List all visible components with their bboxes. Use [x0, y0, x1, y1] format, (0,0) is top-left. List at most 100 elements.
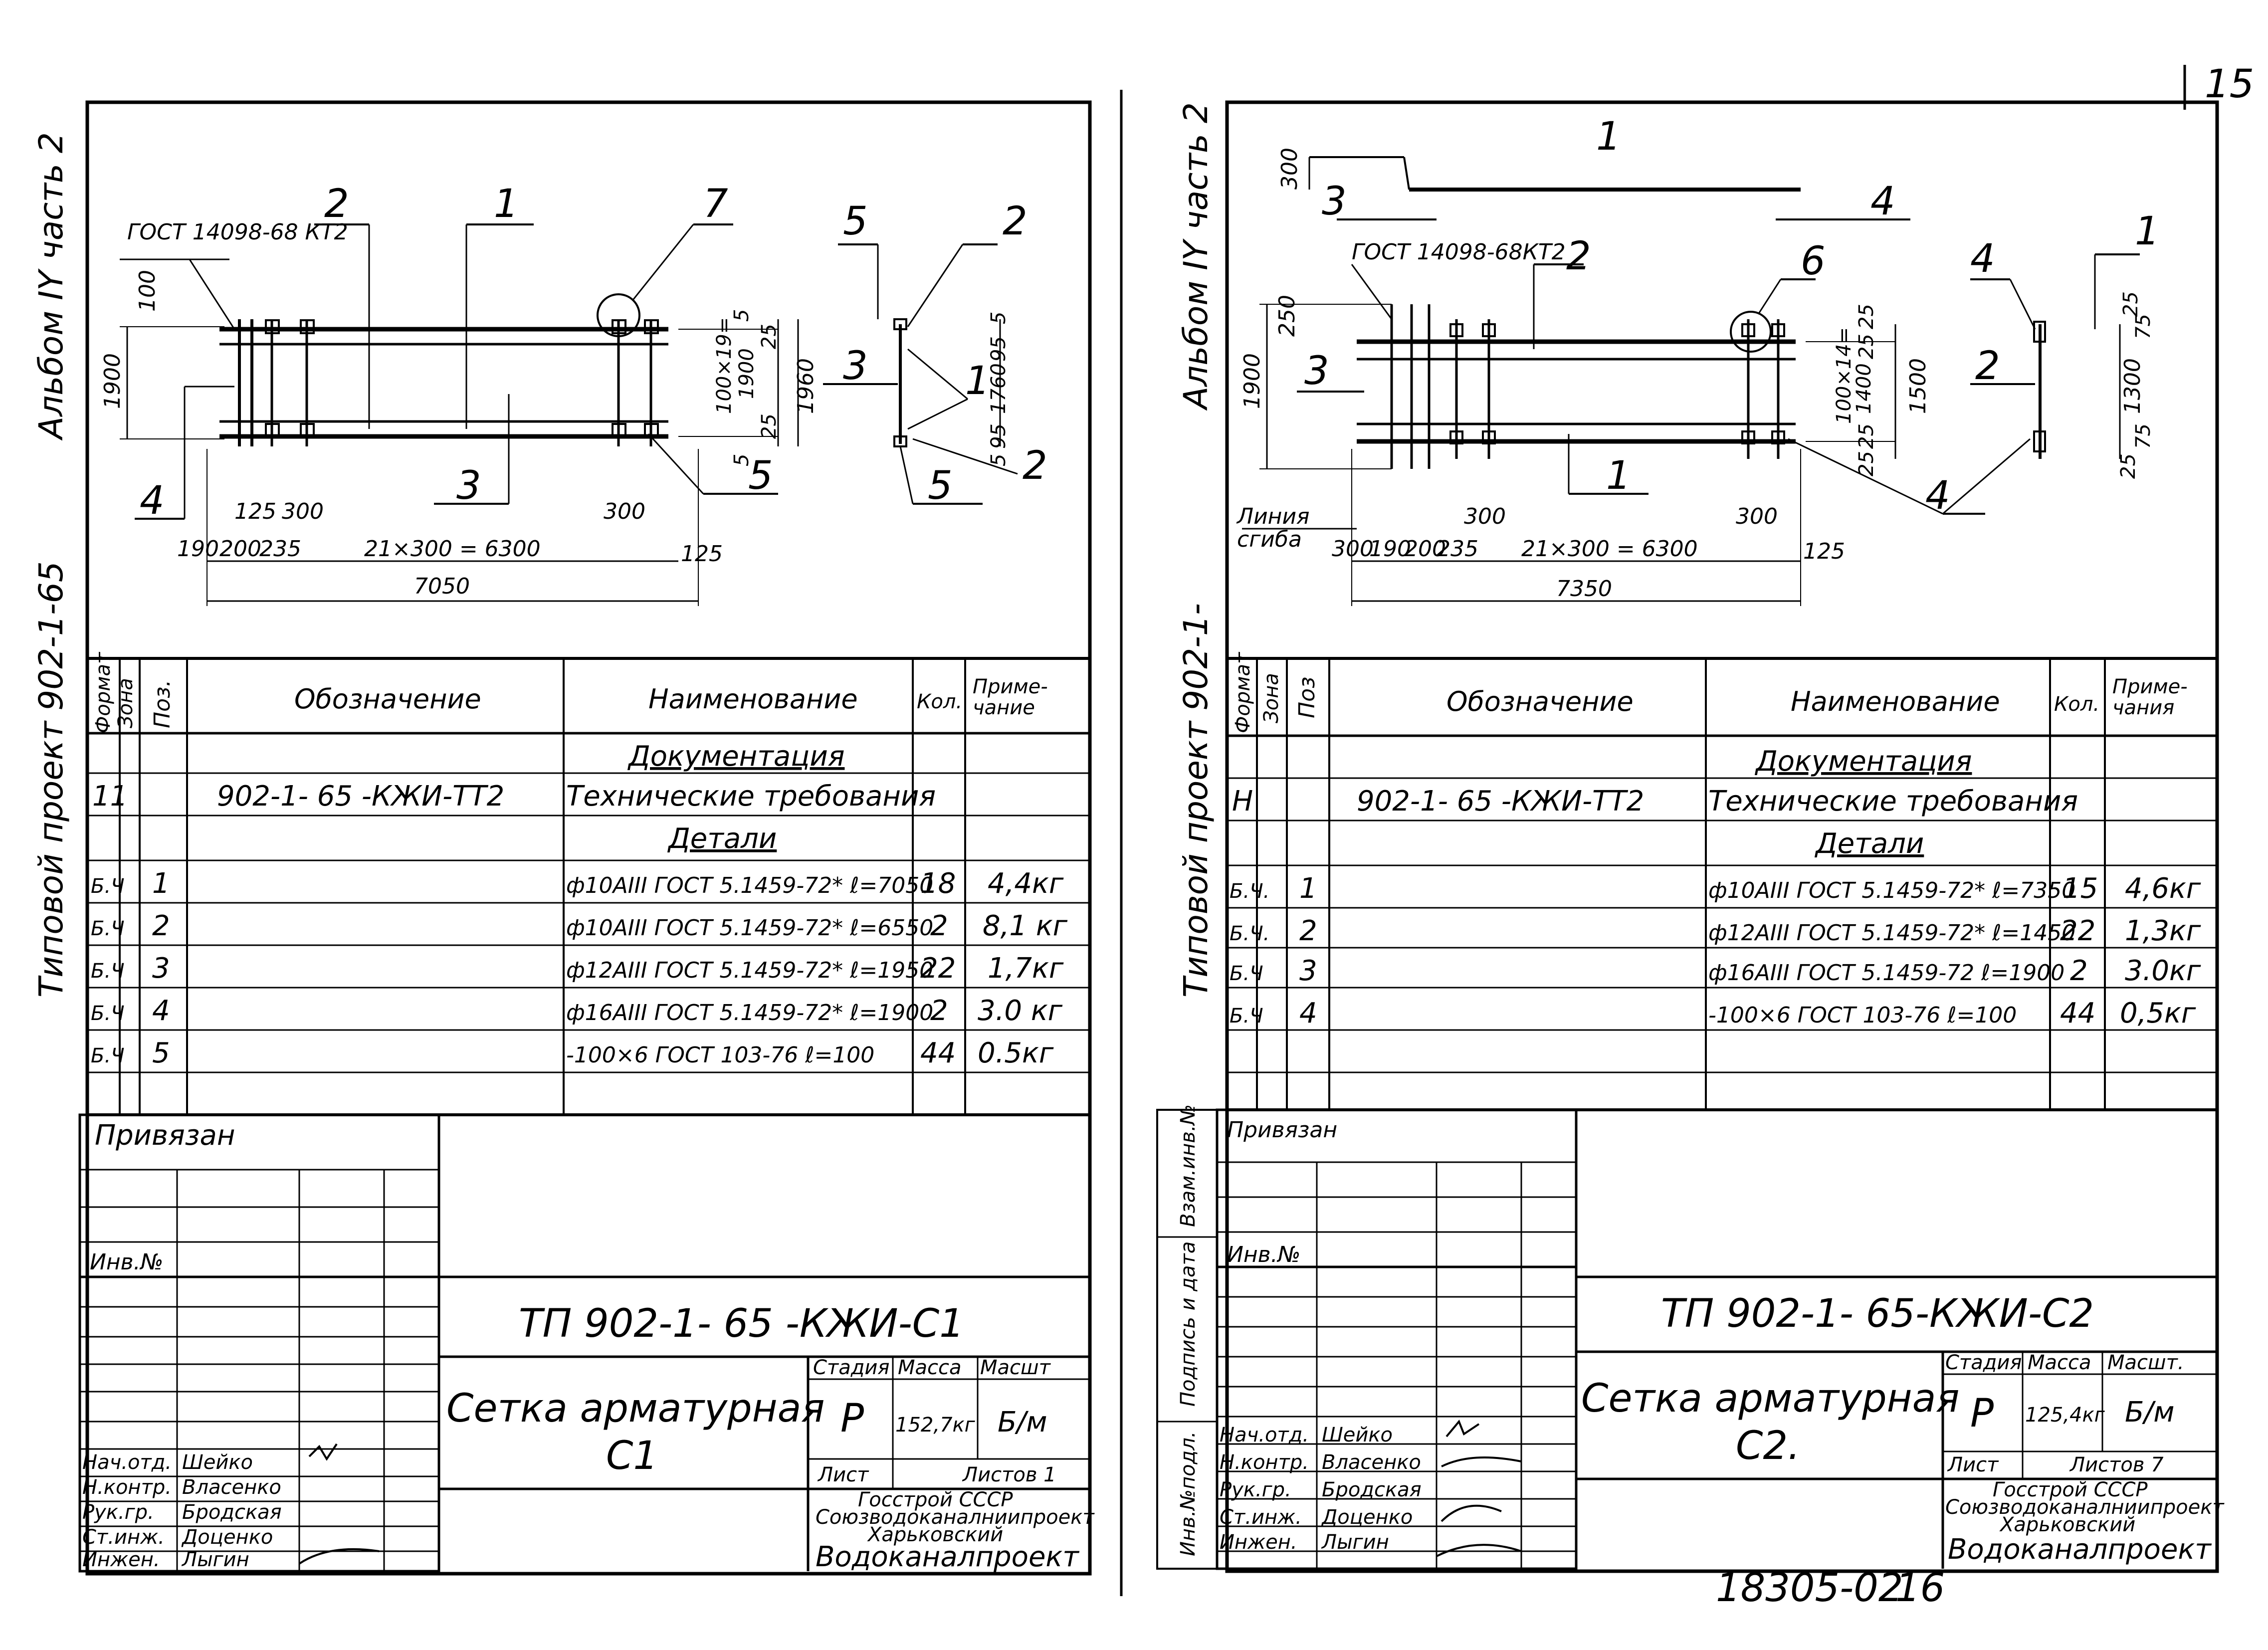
sheet-2-gost-label: ГОСТ 14098-68КТ2	[1352, 239, 1566, 265]
row-name: ф10АIII ГОСТ 5.1459-72* ℓ=7050	[566, 873, 933, 898]
row-note: 4,6кг	[2125, 872, 2201, 905]
mass-header: Масса	[2028, 1351, 2091, 1374]
sheet-1-callout: 5	[928, 463, 953, 508]
sheet-1-side-project: Типовой проект 902-1-65	[32, 561, 70, 998]
sheet-2-callout: 6	[1801, 239, 1826, 284]
dim-label: 25	[2119, 291, 2142, 317]
doc-row-name: Технические требования	[566, 780, 936, 813]
dim-label: 75	[2132, 423, 2155, 449]
dim-label: 25	[1855, 304, 1878, 329]
sheet-1-gost-label: ГОСТ 14098-68 КТ2	[127, 219, 348, 245]
dim-label: 300	[1736, 504, 1778, 529]
scale-header: Масшт.	[2107, 1351, 2184, 1374]
dim-label: 125	[681, 541, 723, 567]
sheet-1-callout: 1	[965, 359, 990, 404]
doc-row-designation: 902-1- 65 -КЖИ-ТТ2	[217, 780, 504, 813]
row-name: -100×6 ГОСТ 103-76 ℓ=100	[566, 1042, 874, 1068]
row-name: ф16АIII ГОСТ 5.1459-72* ℓ=1900	[566, 1000, 933, 1026]
inv-label: Инв.№	[1227, 1242, 1300, 1267]
mass-value: 152,7кг	[895, 1414, 976, 1437]
row-qty: 22	[920, 952, 956, 985]
dim-label: 300	[1464, 504, 1506, 529]
dim-label: 25	[758, 324, 781, 349]
signer-name: Бродская	[182, 1501, 282, 1524]
signer-name: Бродская	[1322, 1478, 1422, 1501]
row-qty: 44	[2060, 997, 2095, 1030]
row-pos: 4	[152, 995, 170, 1027]
sheet-2-frame	[1225, 100, 2219, 1573]
dim-label: 125	[234, 499, 276, 524]
document-title-mark: С1	[606, 1434, 658, 1478]
signer-name: Власенко	[182, 1476, 281, 1499]
privyazan-label: Привязан	[1227, 1117, 1337, 1143]
sheet-2: Альбом IY часть 2 Типовой проект 902-1-	[1156, 100, 2225, 1573]
stage-value: Р	[840, 1396, 864, 1441]
org-line-3: Харьковский	[1999, 1513, 2135, 1536]
page-number: 15	[2205, 62, 2254, 107]
sheet-1-callout: 3	[456, 463, 481, 508]
col-header-format: Формат	[92, 651, 115, 733]
signer-role: Ст.инж.	[82, 1526, 165, 1549]
row-qty: 22	[2060, 915, 2095, 947]
row-pos: 1	[152, 867, 170, 900]
mass-header: Масса	[898, 1356, 962, 1379]
row-name: ф12АIII ГОСТ 5.1459-72* ℓ=1950	[566, 958, 933, 983]
bottom-code: 18305-02	[1716, 1566, 1903, 1611]
dim-label: 235	[1437, 536, 1478, 562]
sheet-1-callout: 2	[1003, 199, 1028, 244]
scale-value: Б/м	[998, 1406, 1047, 1439]
dim-label: 300	[1277, 148, 1302, 190]
signer-name: Лыгин	[181, 1548, 249, 1571]
dim-label: 25	[758, 413, 781, 439]
org-line-1: Госстрой СССР	[858, 1488, 1013, 1511]
section-documentation: Документация	[1754, 745, 1972, 778]
sheet-label: Лист	[1947, 1453, 1999, 1476]
dim-label: 25	[1855, 423, 1878, 449]
sheets-count: Листов 7	[2069, 1453, 2164, 1476]
signer-role: Нач.отд.	[1220, 1424, 1309, 1446]
dim-label: 100	[135, 270, 160, 312]
row-note: 8,1 кг	[983, 910, 1068, 942]
sheet-1-side-album: Альбом IY часть 2	[32, 132, 70, 441]
dim-label: 95	[987, 336, 1010, 362]
sheet-1-spec-text: Формат Зона Поз. Обозначение Наименовани…	[91, 651, 1068, 1069]
signer-role: Рук.гр.	[1220, 1478, 1291, 1501]
sheet-2-callout: 2	[1566, 234, 1591, 279]
signer-role: Н.контр.	[82, 1476, 172, 1499]
dim-label: 25	[1855, 451, 1878, 476]
dim-label: 25	[1855, 334, 1878, 359]
dim-label: 1900	[735, 348, 758, 399]
row-pos: 4	[1299, 997, 1317, 1030]
section-parts: Детали	[667, 823, 777, 855]
dim-label: 5	[987, 454, 1010, 466]
row-pos: 3	[1299, 955, 1317, 987]
row-name: ф12АIII ГОСТ 5.1459-72* ℓ=1450	[1708, 920, 2075, 946]
sheet-1-callout: 7	[703, 182, 728, 226]
document-title: Сетка арматурная	[446, 1386, 825, 1431]
sheet-1-callout: 5	[843, 199, 868, 244]
scale-header: Масшт	[980, 1356, 1051, 1379]
row-format: Б.Ч	[91, 1044, 125, 1067]
signer-role: Ст.инж.	[1220, 1506, 1302, 1529]
dim-label: 21×300 = 6300	[1521, 536, 1698, 562]
sheet-2-drawing-labels: 300 1 3 4 ГОСТ 14098-68КТ2 2 6 4 1 3 2 1…	[1236, 114, 2160, 602]
document-code: ТП 902-1- 65 -КЖИ-С1	[519, 1301, 964, 1346]
dim-label: 5	[730, 309, 753, 322]
sheet-2-callout: 3	[1322, 179, 1347, 224]
col-header-name: Наименование	[1791, 686, 2000, 717]
row-note: 0.5кг	[978, 1037, 1054, 1069]
sheet-2-stamp-grid	[1156, 1108, 2217, 1570]
col-header-name: Наименование	[648, 683, 858, 715]
row-note: 3.0кг	[2125, 955, 2201, 987]
col-header-qty: Кол.	[2054, 693, 2099, 716]
dim-label: 7050	[414, 574, 470, 599]
dim-label: 7350	[1556, 576, 1612, 602]
document-title-mark: С2.	[1736, 1424, 1800, 1468]
row-note: 0,5кг	[2120, 997, 2196, 1030]
sheet-2-callout: 4	[1925, 473, 1950, 518]
stage-value: Р	[1970, 1391, 1994, 1436]
sheet-1-callout: 5	[748, 453, 773, 498]
dim-label: 75	[2132, 314, 2155, 339]
